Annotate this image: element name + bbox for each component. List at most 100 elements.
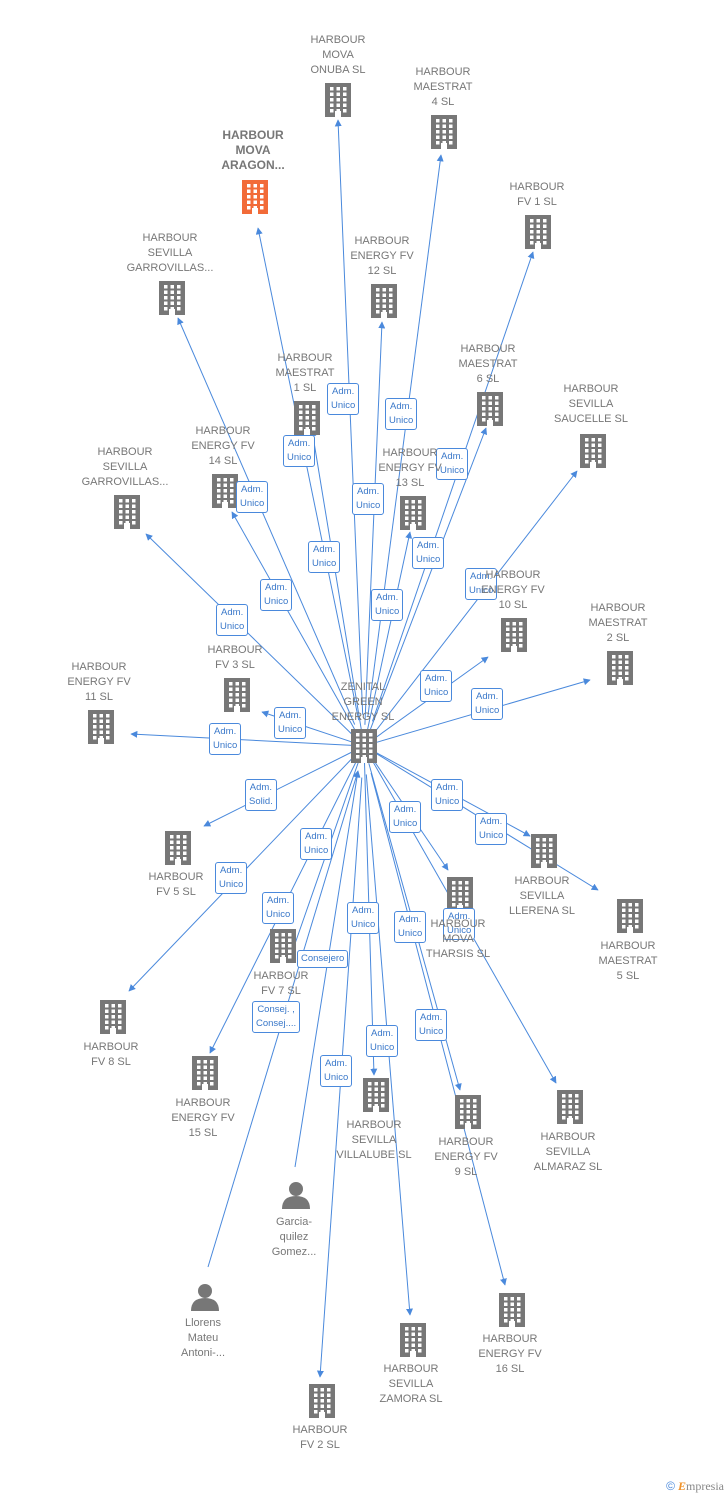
building-icon-sevilla-saucelle[interactable] xyxy=(580,434,606,468)
edge-label-fv-2[interactable]: Adm. Unico xyxy=(320,1055,353,1087)
building-icon-energy-fv-13[interactable] xyxy=(400,496,426,530)
building-icon-energy-fv-10[interactable] xyxy=(501,618,527,652)
edge-label-sevilla-garrovillas-1[interactable]: Adm. Unico xyxy=(236,481,269,513)
edge-label-garcia-quilez[interactable]: Consejero xyxy=(297,950,349,968)
building-icon-fv-3[interactable] xyxy=(224,678,250,712)
node-label-maestrat-5[interactable]: HARBOUR MAESTRAT 5 SL xyxy=(598,940,658,982)
edge-label-maestrat-1[interactable]: Adm. Unico xyxy=(308,541,341,573)
edge-label-energy-fv-9[interactable]: Adm. Unico xyxy=(415,1009,448,1041)
node-label-tharsis[interactable]: HARBOUR MOVA THARSIS SL xyxy=(425,918,491,960)
building-icon-sevilla-zamora[interactable] xyxy=(400,1323,426,1357)
node-label-energy-fv-10[interactable]: HARBOUR ENERGY FV 10 SL xyxy=(481,569,545,611)
center-node-label[interactable]: ZENITAL GREEN ENERGY SL xyxy=(331,681,395,723)
building-icon-fv-5[interactable] xyxy=(165,831,191,865)
edge-fv-1 xyxy=(371,251,535,722)
edge-label-sevilla-garrovillas-2[interactable]: Adm. Unico xyxy=(216,604,249,636)
node-label-sevilla-llerena[interactable]: HARBOUR SEVILLA LLERENA SL xyxy=(508,875,576,917)
edge-label-maestrat-5[interactable]: Adm. Unico xyxy=(475,813,508,845)
building-icon-fv-8[interactable] xyxy=(100,1000,126,1034)
edge-label-sevilla-villalube[interactable]: Adm. Unico xyxy=(347,902,380,934)
edge-label-energy-fv-11[interactable]: Adm. Unico xyxy=(209,723,242,755)
building-icon-tharsis[interactable] xyxy=(447,877,473,911)
edge-label-fv-1[interactable]: Adm. Unico xyxy=(465,568,498,600)
node-label-sevilla-almaraz[interactable]: HARBOUR SEVILLA ALMARAZ SL xyxy=(533,1131,603,1173)
building-icon-maestrat-6[interactable] xyxy=(477,392,503,426)
building-icon-energy-fv-12[interactable] xyxy=(371,284,397,318)
edge-label-fv-5[interactable]: Adm. Solid. xyxy=(245,779,277,811)
building-icon-maestrat-1[interactable] xyxy=(294,401,320,435)
building-icon-fv-2[interactable] xyxy=(309,1384,335,1418)
building-icon-fv-1[interactable] xyxy=(525,215,551,249)
edge-label-tharsis[interactable]: Adm. Unico xyxy=(389,801,422,833)
node-label-fv-1[interactable]: HARBOUR FV 1 SL xyxy=(509,181,565,208)
node-label-maestrat-1[interactable]: HARBOUR MAESTRAT 1 SL xyxy=(275,352,335,394)
brand-initial: E xyxy=(677,1479,686,1493)
building-icon-energy-fv-15[interactable] xyxy=(192,1056,218,1090)
person-icon-garcia-quilez[interactable] xyxy=(282,1182,310,1209)
edge-label-maestrat-4[interactable]: Adm. Unico xyxy=(385,398,418,430)
building-icon-sevilla-garrovillas-1[interactable] xyxy=(159,281,185,315)
building-icon-sevilla-almaraz[interactable] xyxy=(557,1090,583,1124)
building-icon-maestrat-4[interactable] xyxy=(431,115,457,149)
edge-label-energy-fv-10[interactable]: Adm. Unico xyxy=(412,537,445,569)
building-icon-energy-fv-11[interactable] xyxy=(88,710,114,744)
node-label-fv-8[interactable]: HARBOUR FV 8 SL xyxy=(83,1041,139,1068)
building-icon-energy-fv-14[interactable] xyxy=(212,474,238,508)
edge-maestrat-1 xyxy=(309,429,362,731)
edge-label-fv-7[interactable]: Adm. Unico xyxy=(262,892,295,924)
building-icon-energy-fv-16[interactable] xyxy=(499,1293,525,1327)
edge-label-llorens-mateu[interactable]: Consej. , Consej.... xyxy=(252,1001,301,1033)
edge-label-mova-aragon[interactable]: Adm. Unico xyxy=(283,435,316,467)
edge-label-maestrat-6[interactable]: Adm. Unico xyxy=(436,448,469,480)
edge-label-fv-3[interactable]: Adm. Unico xyxy=(274,707,307,739)
node-label-energy-fv-13[interactable]: HARBOUR ENERGY FV 13 SL xyxy=(378,447,442,489)
node-label-energy-fv-9[interactable]: HARBOUR ENERGY FV 9 SL xyxy=(434,1136,498,1178)
node-label-llorens-mateu[interactable]: Llorens Mateu Antoni-... xyxy=(180,1317,226,1359)
edge-label-sevilla-almaraz[interactable]: Adm. Unico xyxy=(443,908,476,940)
building-icon-maestrat-2[interactable] xyxy=(607,651,633,685)
edge-label-energy-fv-13[interactable]: Adm. Unico xyxy=(371,589,404,621)
building-icon-fv-7[interactable] xyxy=(270,929,296,963)
node-label-fv-7[interactable]: HARBOUR FV 7 SL xyxy=(253,970,309,997)
edge-label-energy-fv-12[interactable]: Adm. Unico xyxy=(352,483,385,515)
building-icon-energy-fv-9[interactable] xyxy=(455,1095,481,1129)
node-label-fv-5[interactable]: HARBOUR FV 5 SL xyxy=(148,871,204,898)
building-icon-sevilla-llerena[interactable] xyxy=(531,834,557,868)
center-building-icon[interactable] xyxy=(351,729,377,763)
node-label-maestrat-4[interactable]: HARBOUR MAESTRAT 4 SL xyxy=(413,66,473,108)
node-label-fv-2[interactable]: HARBOUR FV 2 SL xyxy=(292,1424,348,1451)
node-label-maestrat-6[interactable]: HARBOUR MAESTRAT 6 SL xyxy=(458,343,518,385)
node-label-energy-fv-12[interactable]: HARBOUR ENERGY FV 12 SL xyxy=(350,235,414,277)
edge-label-maestrat-2[interactable]: Adm. Unico xyxy=(471,688,504,720)
node-label-sevilla-villalube[interactable]: HARBOUR SEVILLA VILLALUBE SL xyxy=(336,1119,412,1161)
building-icon-maestrat-5[interactable] xyxy=(617,899,643,933)
node-label-fv-3[interactable]: HARBOUR FV 3 SL xyxy=(207,644,263,671)
node-label-garcia-quilez[interactable]: Garcia- quilez Gomez... xyxy=(271,1216,317,1258)
edge-energy-fv-11 xyxy=(130,730,353,746)
node-label-sevilla-garrovillas-1[interactable]: HARBOUR SEVILLA GARROVILLAS... xyxy=(126,232,214,274)
node-label-energy-fv-14[interactable]: HARBOUR ENERGY FV 14 SL xyxy=(191,425,255,467)
node-label-sevilla-garrovillas-2[interactable]: HARBOUR SEVILLA GARROVILLAS... xyxy=(81,446,169,488)
building-icon-mova-onuba[interactable] xyxy=(325,83,351,117)
icons-layer xyxy=(88,83,643,1418)
edge-label-sevilla-zamora[interactable]: Adm. Unico xyxy=(366,1025,399,1057)
node-label-mova-onuba[interactable]: HARBOUR MOVA ONUBA SL xyxy=(310,34,366,76)
node-label-mova-aragon[interactable]: HARBOUR MOVA ARAGON... xyxy=(221,128,285,172)
edge-label-sevilla-saucelle[interactable]: Adm. Unico xyxy=(420,670,453,702)
building-icon-mova-aragon[interactable] xyxy=(242,180,268,214)
edge-label-mova-onuba[interactable]: Adm. Unico xyxy=(327,383,360,415)
edge-label-energy-fv-15[interactable]: Adm. Unico xyxy=(300,828,333,860)
building-icon-sevilla-garrovillas-2[interactable] xyxy=(114,495,140,529)
edge-label-energy-fv-16[interactable]: Adm. Unico xyxy=(394,911,427,943)
node-label-maestrat-2[interactable]: HARBOUR MAESTRAT 2 SL xyxy=(588,602,648,644)
edge-label-fv-8[interactable]: Adm. Unico xyxy=(215,862,248,894)
node-label-sevilla-zamora[interactable]: HARBOUR SEVILLA ZAMORA SL xyxy=(379,1363,443,1405)
node-label-energy-fv-16[interactable]: HARBOUR ENERGY FV 16 SL xyxy=(478,1333,542,1375)
building-icon-sevilla-villalube[interactable] xyxy=(363,1078,389,1112)
node-label-sevilla-saucelle[interactable]: HARBOUR SEVILLA SAUCELLE SL xyxy=(554,383,628,425)
node-label-energy-fv-11[interactable]: HARBOUR ENERGY FV 11 SL xyxy=(67,661,131,703)
edge-label-energy-fv-14[interactable]: Adm. Unico xyxy=(260,579,293,611)
edge-label-sevilla-llerena[interactable]: Adm. Unico xyxy=(431,779,464,811)
person-icon-llorens-mateu[interactable] xyxy=(191,1284,219,1311)
node-label-energy-fv-15[interactable]: HARBOUR ENERGY FV 15 SL xyxy=(171,1097,235,1139)
